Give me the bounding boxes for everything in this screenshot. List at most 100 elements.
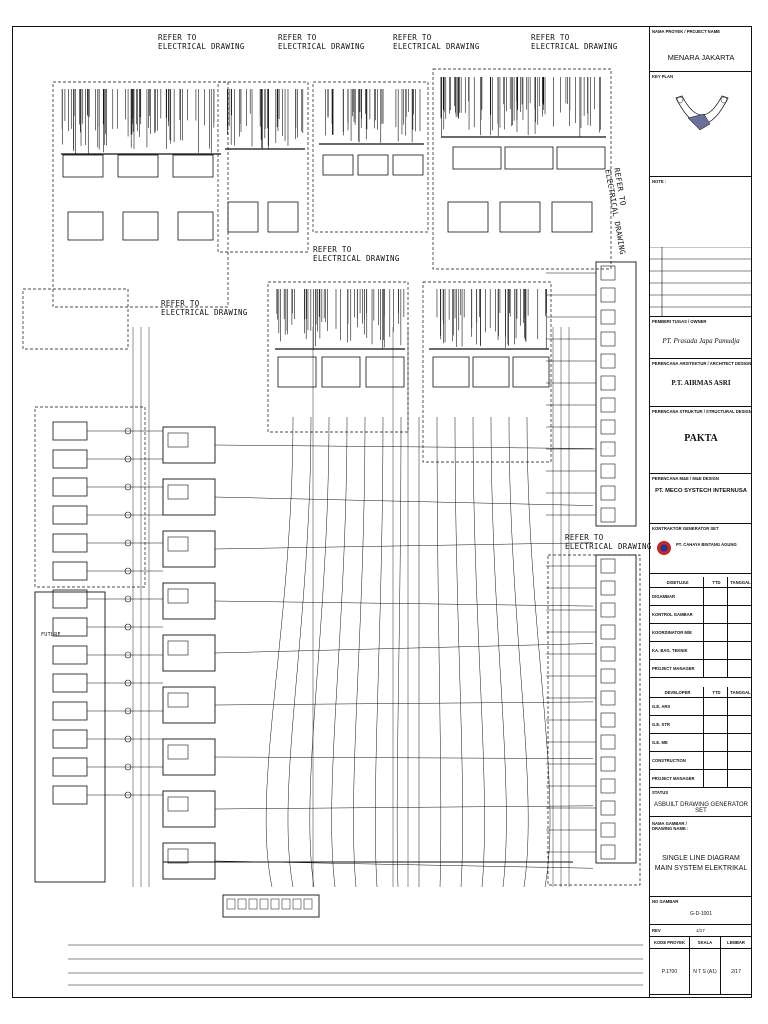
- board-breaker: [600, 507, 616, 523]
- refer-callout-1: REFER TO ELECTRICAL DRAWING: [158, 33, 245, 51]
- drawing-name-label: NAMA GAMBAR / DRAWING NAME :: [652, 821, 689, 831]
- distribution-line: [214, 496, 594, 506]
- generator-box: [52, 729, 88, 749]
- developer-header-cell: DEVELOPER: [650, 687, 704, 698]
- approval-row-cell: [704, 624, 728, 642]
- breaker-symbol: [124, 791, 132, 799]
- incoming-breaker: [259, 898, 269, 910]
- panel-boundary: [217, 81, 309, 253]
- approval-row-cell: [704, 660, 728, 678]
- board-breaker: [600, 265, 616, 281]
- incoming-breaker: [226, 898, 236, 910]
- callout-line: REFER TO: [531, 33, 570, 42]
- developer-row-cell: [728, 716, 752, 734]
- callout-line: ELECTRICAL DRAWING: [278, 42, 365, 51]
- incoming-breaker: [292, 898, 302, 910]
- refer-callout-4: REFER TO ELECTRICAL DRAWING: [531, 33, 618, 51]
- board-breaker: [600, 602, 616, 618]
- mdp-breaker: [167, 692, 189, 708]
- callout-line: REFER TO: [278, 33, 317, 42]
- breaker-symbol: [124, 623, 132, 631]
- mdp-breaker: [167, 484, 189, 500]
- generator-box: [52, 785, 88, 805]
- single-line-diagram: [22, 68, 643, 986]
- mep-label: PERENCANA M&E / M&E DESIGN: [652, 476, 719, 481]
- architect-block: PERENCANA ARSITEKTUR / ARCHITECT DESIGN …: [650, 359, 752, 407]
- incoming-breaker: [303, 898, 313, 910]
- board-breaker: [600, 756, 616, 772]
- developer-row-cell: [728, 734, 752, 752]
- breaker-symbol: [124, 455, 132, 463]
- board-breaker: [600, 844, 616, 860]
- right-board: [595, 261, 637, 527]
- callout-line: ELECTRICAL DRAWING: [161, 308, 248, 317]
- refer-callout-5: REFER TO ELECTRICAL DRAWING: [313, 245, 400, 263]
- developer-row-cell: [728, 698, 752, 716]
- bottom-header-cell: KODE PROYEK: [650, 937, 690, 949]
- mdp-breaker: [167, 640, 189, 656]
- breaker-box: [267, 201, 299, 233]
- mep-block: PERENCANA M&E / M&E DESIGN PT. MECO SYST…: [650, 474, 752, 524]
- mep-name: PT. MECO SYSTECH INTERNUSA: [655, 488, 747, 494]
- bottom-value-cell: 2/17: [721, 949, 752, 995]
- distribution-line: [214, 444, 594, 449]
- distribution-line: [214, 756, 594, 759]
- mdp-panel: [162, 478, 216, 516]
- breaker-symbol: [124, 511, 132, 519]
- breaker-box: [512, 356, 550, 388]
- mdp-breaker: [167, 848, 189, 864]
- mdp-panel: [162, 426, 216, 464]
- approval-row-label: PROJECT MANAGER: [650, 660, 704, 678]
- drawing-name-line1: SINGLE LINE DIAGRAM: [662, 855, 740, 862]
- generator-box: [52, 757, 88, 777]
- cable-bundle: [436, 416, 442, 888]
- note-grid: [650, 247, 752, 317]
- generator-box: [52, 673, 88, 693]
- cable-bundle: [331, 416, 348, 888]
- board-breaker: [600, 690, 616, 706]
- breaker-box: [172, 154, 214, 178]
- board-breaker: [600, 331, 616, 347]
- generator-box: [52, 533, 88, 553]
- approval-header-cell: TTD: [704, 577, 728, 588]
- right-board: [595, 554, 637, 864]
- approval-header-cell: TANGGAL: [728, 577, 752, 588]
- breaker-box: [322, 154, 354, 176]
- contractor-logo-icon: [657, 541, 671, 555]
- mdp-breaker: [167, 796, 189, 812]
- board-breaker: [600, 580, 616, 596]
- contractor-block: KONTRAKTOR GENERATOR SET PT. CAHAYA BINT…: [650, 524, 752, 574]
- board-breaker: [600, 441, 616, 457]
- board-breaker: [600, 463, 616, 479]
- incoming-breaker: [237, 898, 247, 910]
- board-breaker: [600, 287, 616, 303]
- board-breaker: [600, 397, 616, 413]
- breaker-symbol: [124, 539, 132, 547]
- approval-header-cell: DISETUJUI: [650, 577, 704, 588]
- contractor-name: PT. CAHAYA BINTANG AGUNG: [676, 542, 737, 547]
- board-breaker: [600, 624, 616, 640]
- breaker-box: [177, 211, 214, 241]
- cable-bundle: [375, 416, 384, 888]
- mdp-breaker: [167, 432, 189, 448]
- incoming-breaker: [281, 898, 291, 910]
- generator-box: [52, 477, 88, 497]
- callout-line: REFER TO: [565, 533, 604, 542]
- callout-line: ELECTRICAL DRAWING: [313, 254, 400, 263]
- callout-line: REFER TO: [161, 299, 200, 308]
- breaker-box: [277, 356, 317, 388]
- owner-name: PT. Prasada Japa Pamudja: [662, 337, 740, 345]
- key-plan-icon: [675, 95, 729, 131]
- mdp-breaker: [167, 744, 189, 760]
- owner-label: PEMBERI TUGAS / OWNER: [652, 319, 707, 324]
- drawing-name-block: NAMA GAMBAR / DRAWING NAME : SINGLE LINE…: [650, 817, 752, 897]
- developer-row-cell: [704, 698, 728, 716]
- mdp-panel: [162, 686, 216, 724]
- approval-row-cell: [704, 606, 728, 624]
- approval-row-cell: [704, 642, 728, 660]
